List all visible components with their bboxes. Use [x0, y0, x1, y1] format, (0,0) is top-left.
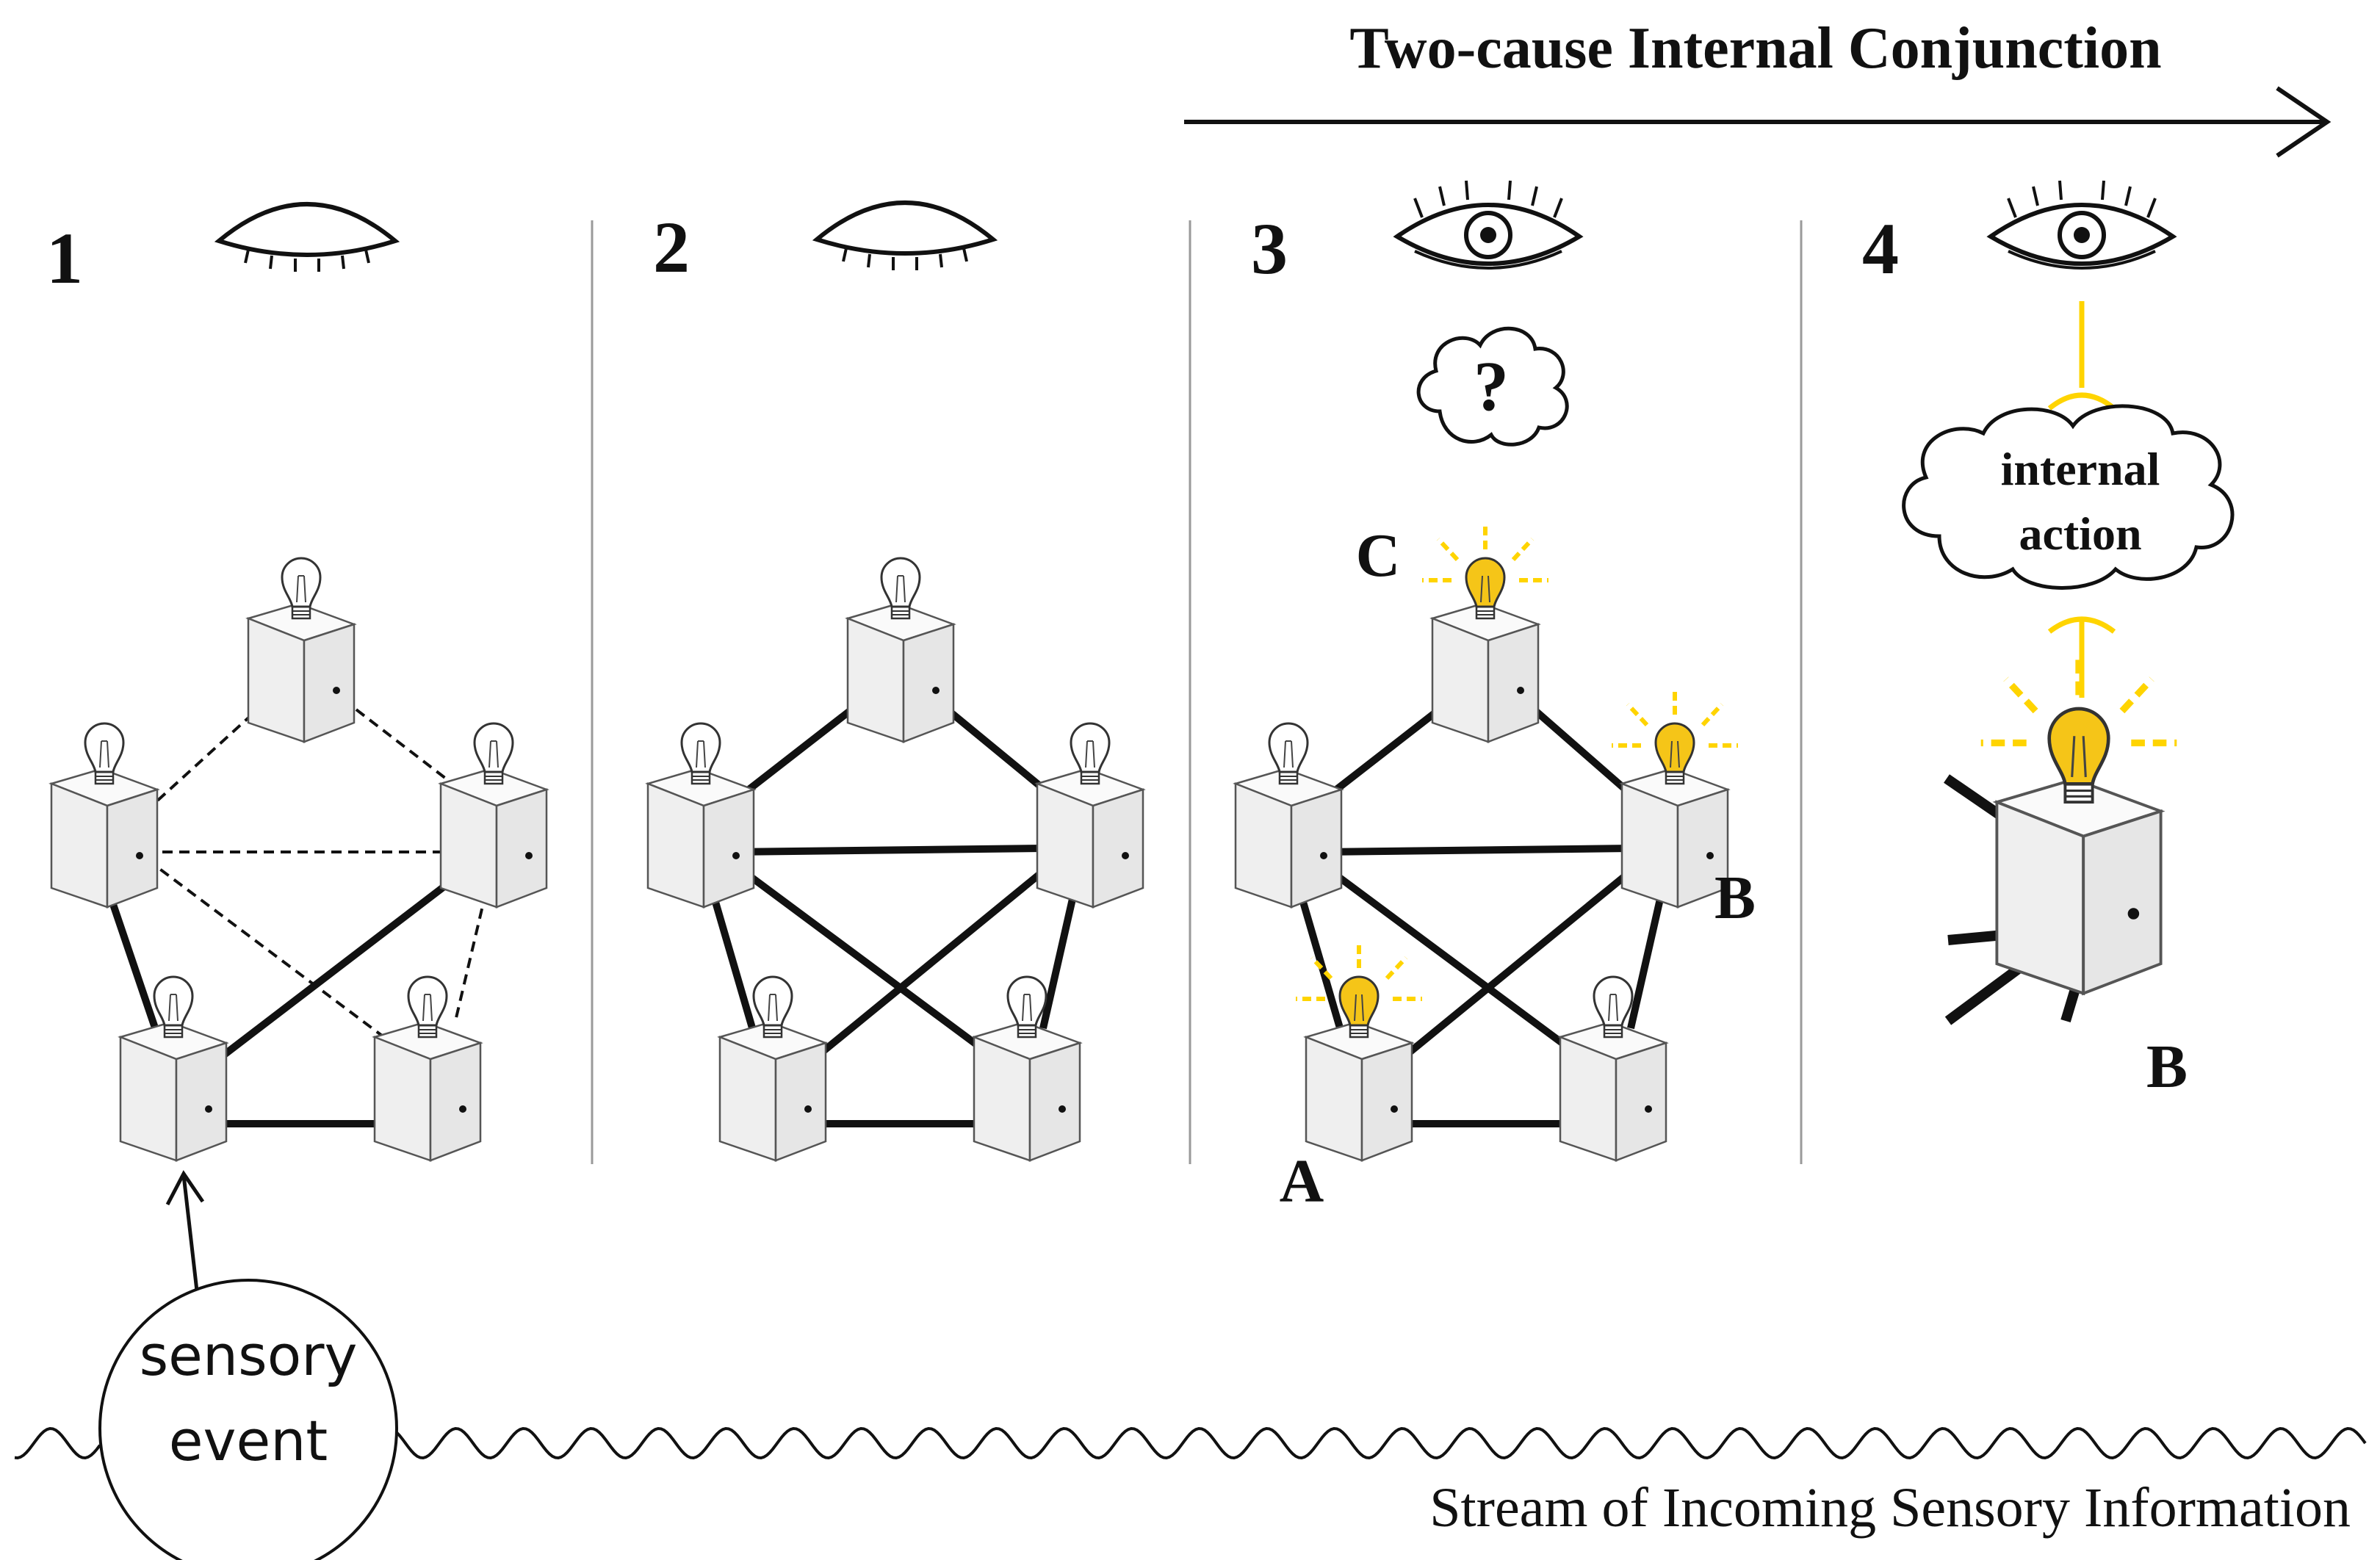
open-eye-icon	[1991, 181, 2173, 268]
sensory-event-line2: event	[169, 1408, 328, 1473]
node-label-c: C	[1356, 521, 1401, 590]
zoomed-cube-b	[1944, 652, 2177, 1025]
panel-dividers	[591, 220, 1803, 1164]
eye-to-action-connector	[2047, 301, 2116, 411]
thought-cloud-question	[1416, 326, 1569, 447]
sensory-event-circle	[98, 1279, 398, 1560]
network-panel-2	[646, 557, 1144, 1162]
cube-node	[373, 975, 482, 1162]
stream-label: Stream of Incoming Sensory Information	[1429, 1477, 2351, 1539]
network-panel-3	[1234, 521, 1738, 1162]
cube-node	[50, 722, 159, 909]
node-label-a: A	[1280, 1147, 1324, 1216]
panel-number-3: 3	[1251, 208, 1288, 289]
open-eye-icon	[1397, 181, 1579, 268]
network-edges	[1289, 695, 1671, 1127]
thought-question-mark: ?	[1474, 347, 1509, 425]
cube-node-a	[1296, 940, 1422, 1162]
internal-action-line1: internal	[2001, 443, 2160, 495]
sensory-stream-wave	[14, 1426, 2367, 1460]
panel-number-1: 1	[46, 217, 83, 299]
cube-node	[973, 975, 1081, 1162]
cube-node	[718, 975, 827, 1162]
title: Two-cause Internal Conjunction	[1349, 16, 2161, 81]
lit-bulb-icon	[1981, 652, 2177, 784]
cube-node	[439, 722, 548, 909]
closed-eye-icon	[817, 203, 993, 270]
cube-node	[119, 975, 228, 1162]
cube-node	[247, 557, 356, 743]
panel-number-4: 4	[1862, 208, 1899, 289]
cube-node	[1036, 722, 1144, 909]
closed-eye-icon	[219, 204, 395, 272]
sensory-event-line1: sensory	[140, 1323, 358, 1388]
cube-node	[1559, 975, 1667, 1162]
cube-node	[846, 557, 955, 743]
network-panel-1	[50, 557, 548, 1162]
internal-action-line2: action	[2019, 508, 2141, 560]
cube-node	[646, 722, 755, 909]
cube-node	[1234, 722, 1343, 909]
title-arrow	[1184, 86, 2332, 158]
cube-node-c	[1422, 521, 1548, 743]
node-label-b: B	[1714, 864, 1756, 932]
node-label-b-zoom: B	[2146, 1033, 2188, 1101]
panel-number-2: 2	[653, 206, 690, 288]
internal-action-cloud	[1902, 404, 2235, 590]
sensory-event-arrow	[165, 1170, 205, 1304]
